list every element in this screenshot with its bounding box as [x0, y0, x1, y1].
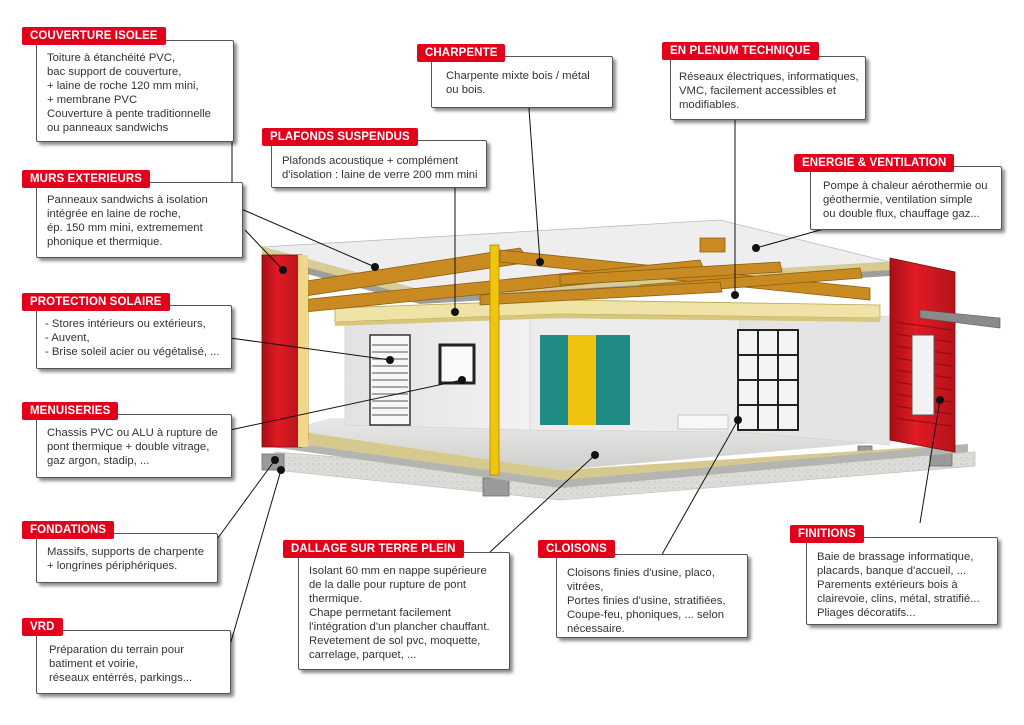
callout-text: Chassis PVC ou ALU à rupture de pont the… — [47, 427, 218, 467]
callout-tag: FINITIONS — [790, 525, 864, 543]
callout-text: - Stores intérieurs ou extérieurs, - Auv… — [45, 318, 220, 358]
callout-tag: MURS EXTERIEURS — [22, 170, 151, 188]
glazed-partition — [737, 329, 799, 431]
callout-tag: PROTECTION SOLAIRE — [22, 293, 170, 311]
window-small — [438, 343, 476, 385]
callout-tag: CHARPENTE — [417, 44, 506, 62]
callout-box: - Stores intérieurs ou extérieurs, - Auv… — [36, 305, 232, 369]
callout-tag: EN PLENUM TECHNIQUE — [662, 42, 819, 60]
callout-text: Isolant 60 mm en nappe supérieure de la … — [309, 565, 490, 661]
coloured-partitions — [540, 335, 630, 425]
callout-text: Réseaux électriques, informatiques, VMC,… — [679, 71, 859, 111]
timber-beams — [299, 237, 871, 313]
callout-box: Baie de brassage informatique, placards,… — [806, 537, 998, 625]
callout-tag: PLAFONDS SUSPENDUS — [262, 128, 418, 146]
callout-box: Charpente mixte bois / métal ou bois. — [431, 56, 613, 108]
callout-box: Pompe à chaleur aérothermie ou géothermi… — [810, 166, 1002, 230]
callout-text: Charpente mixte bois / métal ou bois. — [446, 70, 590, 96]
callout-box: Toiture à étanchéité PVC, bac support de… — [36, 40, 234, 142]
callout-tag: ENERGIE & VENTILATION — [794, 154, 955, 172]
callout-tag: DALLAGE SUR TERRE PLEIN — [283, 540, 464, 558]
radiator — [677, 414, 729, 430]
callout-tag: CLOISONS — [538, 540, 615, 558]
cladding-left — [261, 254, 308, 448]
callout-text: Préparation du terrain pour batiment et … — [49, 644, 193, 684]
callout-tag: COUVERTURE ISOLEE — [22, 27, 166, 45]
callout-box: Plafonds acoustique + complément d'isola… — [271, 140, 487, 188]
callout-box: Réseaux électriques, informatiques, VMC,… — [670, 56, 866, 120]
callout-box: Cloisons finies d'usine, placo, vitrées,… — [556, 554, 748, 638]
callout-text: Baie de brassage informatique, placards,… — [817, 551, 980, 619]
window-louvered — [369, 334, 411, 426]
callout-tag: MENUISERIES — [22, 402, 119, 420]
callout-box: Panneaux sandwichs à isolation intégrée … — [36, 182, 243, 258]
callout-box: Chassis PVC ou ALU à rupture de pont the… — [36, 414, 232, 478]
leader-dots — [271, 244, 944, 474]
callout-text: Cloisons finies d'usine, placo, vitrées,… — [567, 567, 726, 635]
callout-box: Isolant 60 mm en nappe supérieure de la … — [298, 552, 510, 670]
callout-text: Toiture à étanchéité PVC, bac support de… — [47, 52, 211, 134]
callout-text: Pompe à chaleur aérothermie ou géothermi… — [823, 180, 988, 220]
callout-text: Massifs, supports de charpente + longrin… — [47, 546, 204, 572]
cladding-right — [889, 257, 1001, 453]
callout-box: Massifs, supports de charpente + longrin… — [36, 533, 218, 583]
callout-text: Panneaux sandwichs à isolation intégrée … — [47, 194, 208, 248]
callout-tag: FONDATIONS — [22, 521, 115, 539]
ground-gravel — [274, 451, 976, 501]
callout-tag: VRD — [22, 618, 63, 636]
callout-box: Préparation du terrain pour batiment et … — [36, 630, 231, 694]
callout-text: Plafonds acoustique + complément d'isola… — [282, 155, 478, 181]
